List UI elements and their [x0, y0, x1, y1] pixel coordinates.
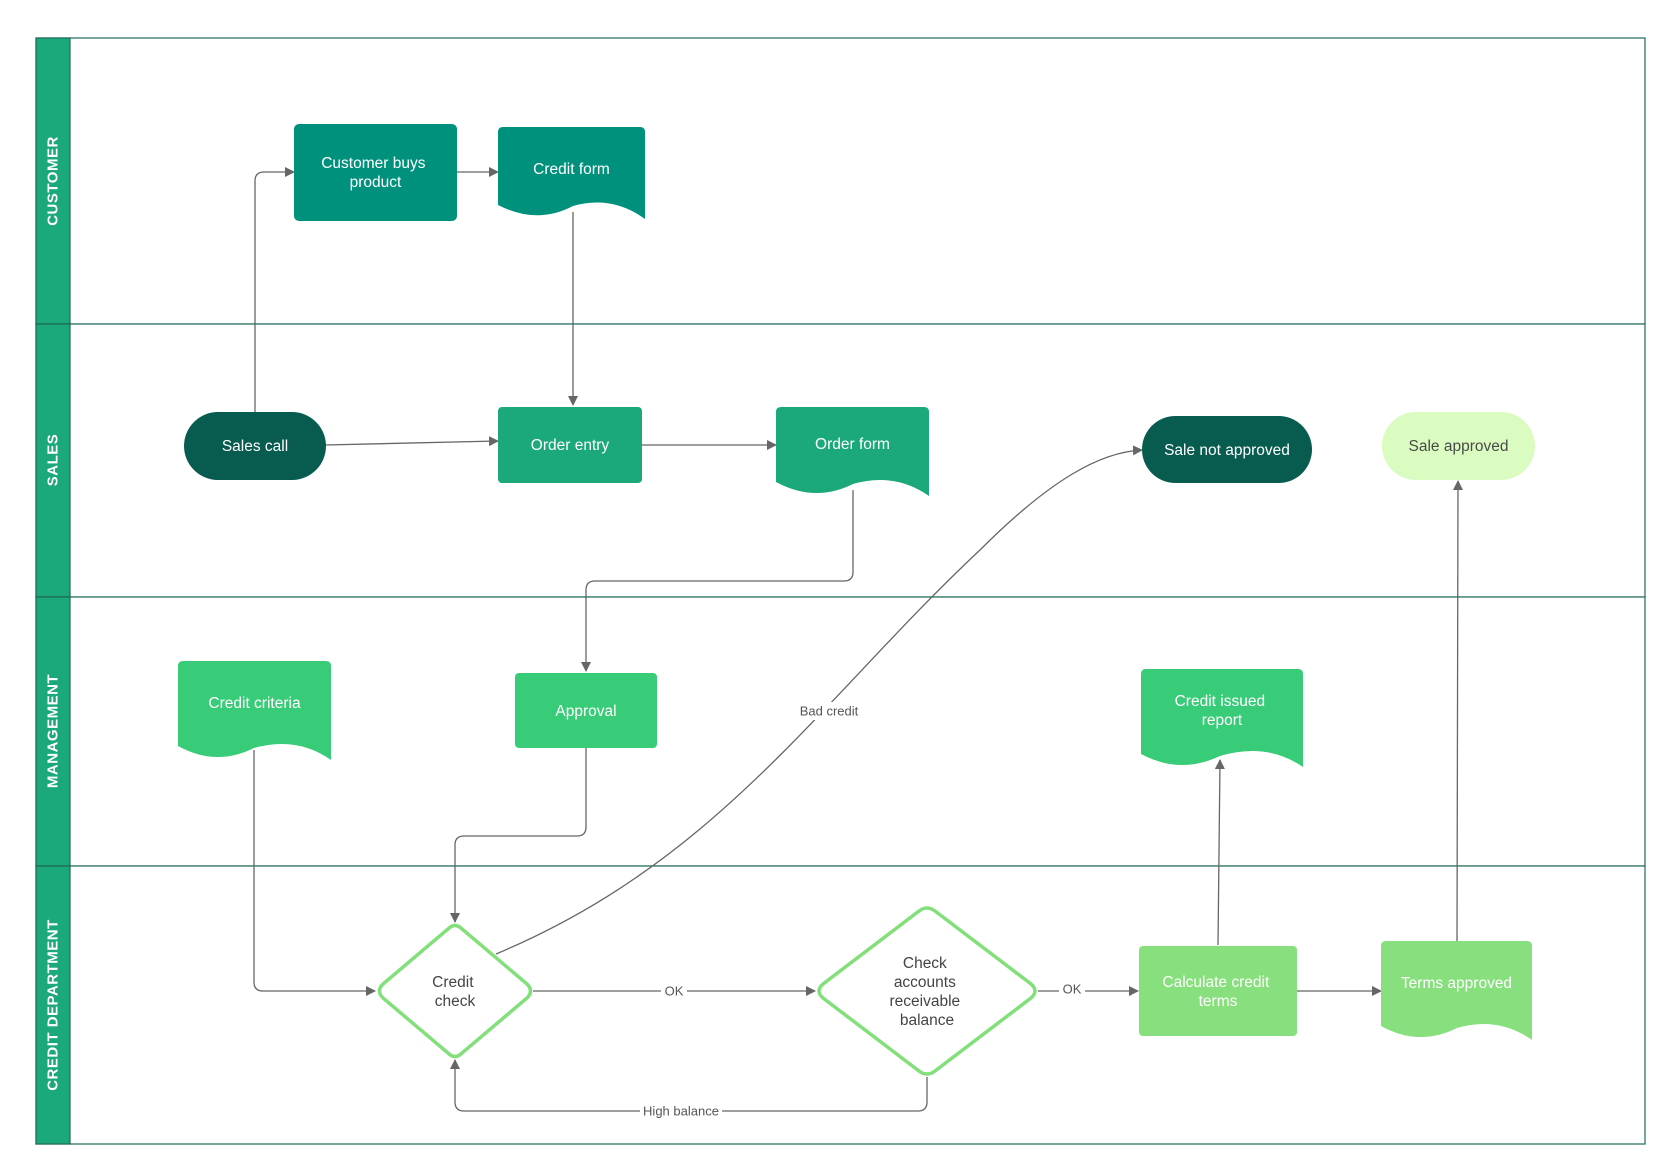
- edge-credit-criteria-to-credit-check: [253, 750, 376, 996]
- svg-text:Sale approved: Sale approved: [1409, 438, 1509, 455]
- edge-label-ok-1-group: OK: [661, 982, 687, 1000]
- edge-calc-terms-to-credit-issued-report: [1214, 759, 1225, 946]
- edge-approval-to-credit-check: [450, 748, 587, 923]
- node-check-accounts-receivable-balance[interactable]: Check accounts receivable balance: [817, 906, 1037, 1076]
- lane-customer: CUSTOMER: [35, 37, 1646, 325]
- node-order-form[interactable]: Order form: [776, 407, 929, 496]
- lane-label-credit-department: CREDIT DEPARTMENT: [45, 919, 62, 1091]
- edge-credit-check-to-sale-not-approved: [495, 445, 1143, 955]
- node-text: balance: [900, 1012, 954, 1029]
- node-text: Credit form: [533, 161, 610, 178]
- lane-label-sales: SALES: [45, 434, 62, 487]
- node-order-entry[interactable]: Order entry: [498, 407, 642, 483]
- node-terms-approved[interactable]: Terms approved: [1381, 941, 1532, 1040]
- lane-header-sales: [35, 323, 71, 598]
- node-text: terms: [1199, 993, 1238, 1010]
- svg-text:Credit form: Credit form: [533, 161, 610, 178]
- node-sales-call[interactable]: Sales call: [184, 412, 326, 480]
- node-text: report: [1202, 712, 1243, 729]
- node-text: check: [435, 993, 476, 1010]
- svg-text:Order form: Order form: [815, 436, 890, 453]
- node-customer-buys-product[interactable]: Customer buys product: [294, 124, 457, 221]
- lane-header-customer: [35, 37, 71, 325]
- node-calculate-credit-terms[interactable]: Calculate credit terms: [1139, 946, 1297, 1036]
- lane-header-credit-department: [35, 865, 71, 1145]
- node-sale-not-approved[interactable]: Sale not approved: [1142, 416, 1312, 483]
- node-text: Customer buys: [321, 155, 425, 172]
- node-text: Credit issued: [1175, 693, 1265, 710]
- svg-text:Check accounts rec: Check accounts receivable balance: [890, 955, 965, 1029]
- edge-label-bad-credit-group: Bad credit: [796, 702, 862, 720]
- node-text: Check: [903, 955, 947, 972]
- node-text: Sales call: [222, 438, 288, 455]
- svg-text:Calculate credit terms: Calculate credit terms: [1162, 974, 1273, 1010]
- lane-label-customer: CUSTOMER: [45, 136, 62, 226]
- svg-text:Sale not approved: Sale not approved: [1164, 442, 1290, 459]
- node-sale-approved[interactable]: Sale approved: [1382, 412, 1535, 480]
- node-credit-form[interactable]: Credit form: [498, 127, 645, 219]
- edge-sales-call-to-order-entry: [324, 436, 499, 447]
- svg-text:Customer buys product: Customer buys product: [321, 155, 430, 191]
- edge-sales-call-to-customer-buys: [254, 167, 295, 412]
- svg-text:Credit criteria: Credit criteria: [208, 695, 301, 712]
- edge-label-ok-2: OK: [1063, 982, 1082, 997]
- node-text: Sale approved: [1409, 438, 1509, 455]
- node-approval[interactable]: Approval: [515, 673, 657, 748]
- node-text: receivable: [890, 993, 961, 1010]
- node-credit-check[interactable]: Credit check: [377, 923, 533, 1059]
- node-text: Sale not approved: [1164, 442, 1290, 459]
- edge-label-high-balance-group: High balance: [640, 1101, 722, 1121]
- edge-label-bad-credit: Bad credit: [800, 704, 859, 719]
- node-text: Approval: [555, 703, 616, 720]
- svg-text:Credit check: Credit check: [432, 974, 478, 1010]
- lane-label-management: MANAGEMENT: [45, 674, 62, 788]
- node-text: Order entry: [531, 437, 610, 454]
- node-text: Order form: [815, 436, 890, 453]
- node-text: Credit criteria: [208, 695, 301, 712]
- node-text: product: [350, 174, 402, 191]
- svg-text:Credit issued report: Credit issued report: [1175, 693, 1270, 729]
- svg-text:Terms approved: Terms approved: [1401, 975, 1512, 992]
- edge-label-high-balance: High balance: [643, 1104, 719, 1119]
- node-text: Terms approved: [1401, 975, 1512, 992]
- node-credit-criteria[interactable]: Credit criteria: [178, 661, 331, 760]
- svg-text:Approval: Approval: [555, 703, 616, 720]
- edge-label-ok-1: OK: [665, 984, 684, 999]
- node-text: Calculate credit: [1162, 974, 1270, 991]
- node-text: Credit: [432, 974, 474, 991]
- lane-header-management: [35, 596, 71, 867]
- svg-text:Order entry: Order entry: [531, 437, 610, 454]
- node-credit-issued-report[interactable]: Credit issued report: [1141, 669, 1303, 767]
- edge-order-form-to-approval: [581, 490, 854, 672]
- edge-terms-approved-to-sale-approved: [1452, 480, 1463, 942]
- node-text: accounts: [894, 974, 956, 991]
- edge-label-ok-2-group: OK: [1059, 980, 1085, 998]
- svg-text:Sales call: Sales call: [222, 438, 288, 455]
